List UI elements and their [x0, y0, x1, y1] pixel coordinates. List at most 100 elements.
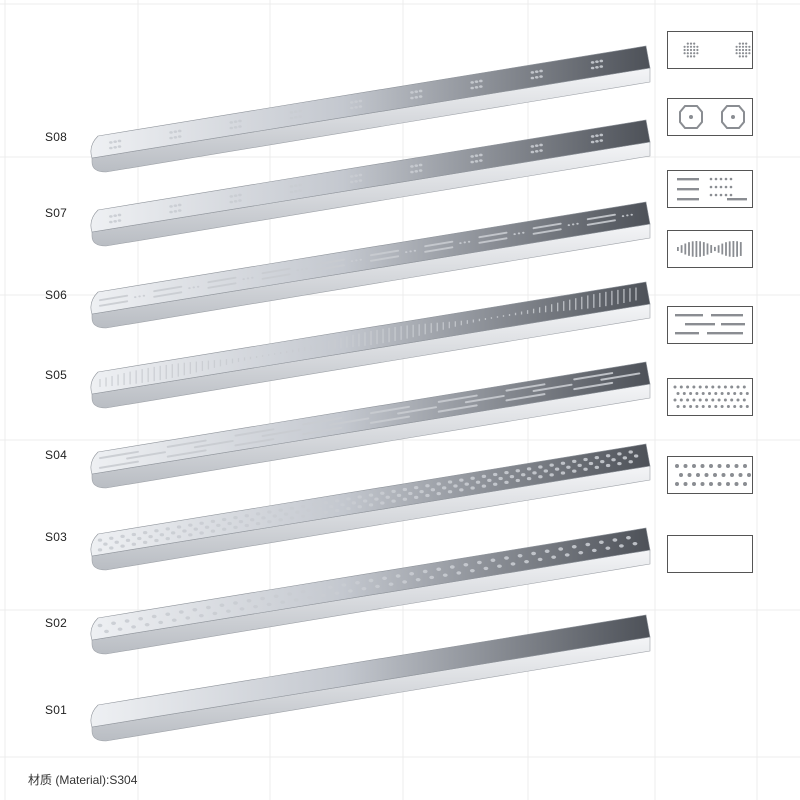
perforation [583, 467, 588, 471]
perforation [334, 591, 340, 595]
perforation [329, 505, 334, 509]
perforation [300, 268, 304, 271]
swatch-hole [745, 392, 749, 395]
grate-front-edge [91, 223, 651, 329]
perforation [212, 611, 218, 616]
perforation [117, 213, 122, 217]
swatch-slot [702, 242, 705, 256]
swatch-hole [723, 385, 727, 389]
swatch-hole [683, 482, 688, 486]
swatch-hole [742, 398, 746, 402]
swatch-hole [738, 45, 741, 48]
grate-top-surface [90, 119, 651, 233]
swatch-hole [726, 405, 730, 408]
perforation [630, 213, 633, 216]
perforation [441, 486, 447, 490]
swatch-hole [689, 48, 693, 52]
pattern-swatch-s06 [667, 170, 753, 208]
swatch-hole [742, 385, 746, 389]
perforation [317, 506, 323, 511]
swatch-hole [709, 482, 713, 486]
perforation [349, 106, 354, 110]
perforation [114, 540, 119, 544]
perforation [590, 140, 595, 144]
perforation [244, 514, 249, 518]
perforation [526, 467, 532, 471]
swatch-hole [696, 45, 699, 48]
swatch-hole [739, 392, 743, 395]
perforation [283, 512, 289, 516]
perforation [590, 61, 595, 64]
perforation [543, 469, 548, 473]
perforation [622, 456, 628, 460]
perforation [586, 219, 616, 226]
perforation [298, 183, 302, 187]
perforation [287, 592, 293, 596]
perforation [314, 587, 320, 592]
perforation [159, 533, 165, 537]
swatch-hole [679, 398, 683, 402]
perforation [388, 582, 394, 586]
perforation [464, 394, 505, 404]
swatch-hole [720, 405, 724, 408]
perforation [178, 610, 184, 614]
swatch-hole [738, 55, 741, 58]
grate-s05 [90, 281, 651, 409]
perforation [478, 231, 508, 239]
swatch-hole [719, 185, 723, 189]
perforation [577, 463, 582, 467]
perforation [409, 572, 415, 576]
swatch-slot [707, 332, 743, 335]
perforation [131, 542, 137, 546]
perforation [409, 250, 412, 253]
perforation [402, 487, 408, 492]
swatch-slot [691, 241, 694, 257]
perforation [169, 136, 173, 140]
swatch-hole [676, 405, 680, 408]
perforation [261, 516, 266, 520]
perforation [522, 231, 525, 234]
swatch-slot [727, 198, 747, 201]
perforation [138, 617, 144, 621]
swatch-hole [700, 482, 705, 486]
perforation [99, 450, 139, 460]
swatch-slot [685, 323, 715, 326]
pattern-swatch-s03 [667, 378, 753, 416]
swatch-hole [673, 385, 677, 389]
perforation [154, 529, 159, 533]
swatch-hole [711, 398, 715, 402]
perforation [532, 228, 562, 235]
perforation [481, 484, 487, 488]
perforation [599, 139, 604, 142]
perforation [628, 450, 633, 454]
perforation [198, 613, 204, 618]
perforation [456, 571, 462, 575]
perforation [449, 565, 455, 569]
perforation [419, 490, 424, 494]
perforation [233, 125, 238, 129]
perforation [349, 175, 354, 178]
perforation [355, 259, 358, 262]
swatch-hole [696, 48, 699, 52]
swatch-hole [747, 473, 751, 477]
perforation [590, 135, 595, 138]
perforation [551, 555, 557, 559]
perforation [173, 135, 178, 139]
perforation [611, 458, 616, 462]
perforation [117, 219, 122, 222]
perforation [410, 170, 414, 174]
swatch-hole [714, 405, 718, 408]
perforation [350, 260, 354, 263]
swatch-hole [705, 385, 708, 389]
swatch-hole [686, 48, 689, 52]
swatch-hole [687, 473, 692, 477]
perforation [479, 85, 483, 88]
perforation [255, 512, 261, 516]
perforation [415, 577, 421, 582]
perforation [513, 233, 516, 236]
perforation [171, 618, 177, 622]
perforation [261, 273, 291, 280]
grate-s02 [90, 527, 651, 655]
perforation [549, 463, 554, 467]
